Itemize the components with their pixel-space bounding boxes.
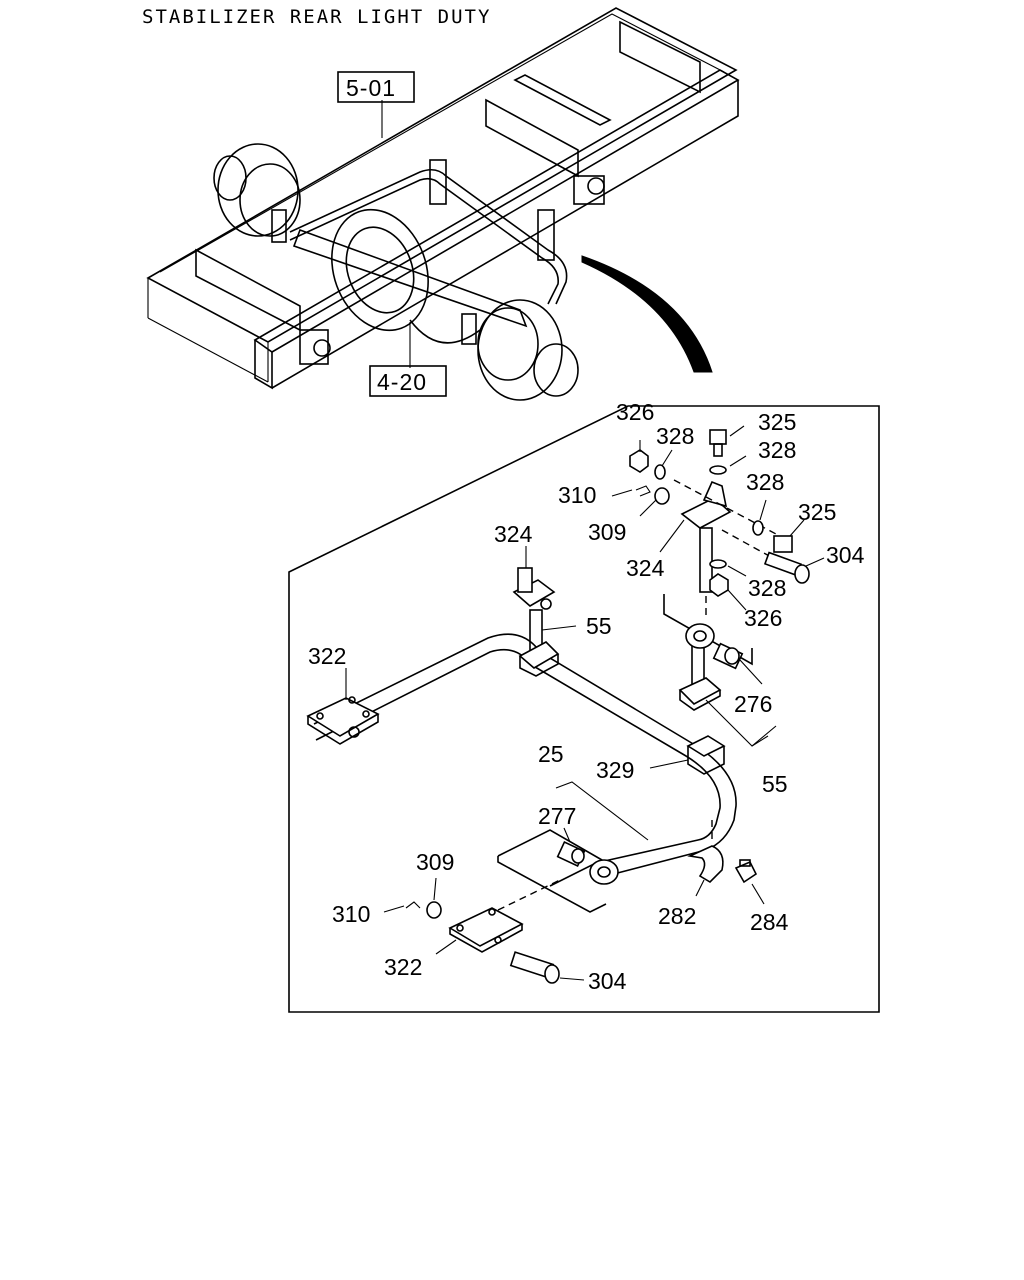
callout-55: 55	[586, 613, 612, 639]
callout-309: 309	[416, 849, 454, 875]
reference-label-axle: 4-20	[377, 369, 427, 395]
callout-324: 324	[626, 555, 665, 581]
callout-304: 304	[588, 968, 627, 994]
callout-326: 326	[616, 399, 654, 425]
stabilizer-detail-illustration	[306, 425, 825, 984]
detail-box	[288, 405, 880, 1013]
callout-328: 328	[656, 423, 694, 449]
callout-276: 276	[734, 691, 772, 717]
callout-310: 310	[558, 482, 596, 508]
callout-325: 325	[798, 499, 836, 525]
callout-322: 322	[384, 954, 422, 980]
callout-277: 277	[538, 803, 576, 829]
callout-328: 328	[748, 575, 786, 601]
callout-309: 309	[588, 519, 626, 545]
callout-284: 284	[750, 909, 789, 935]
callout-322: 322	[308, 643, 346, 669]
page-title: STABILIZER REAR LIGHT DUTY	[142, 6, 492, 28]
callout-324: 324	[494, 521, 533, 547]
callout-55: 55	[762, 771, 788, 797]
callout-328: 328	[758, 437, 796, 463]
reference-label-frame: 5-01	[346, 75, 396, 101]
callout-25: 25	[538, 741, 564, 767]
chassis-overview-illustration	[146, 7, 740, 401]
callout-326: 326	[744, 605, 782, 631]
callout-325: 325	[758, 409, 796, 435]
callout-328: 328	[746, 469, 784, 495]
callout-labels: 326 328 325 328 310 328 309 325 324 304 …	[308, 399, 865, 994]
callout-282: 282	[658, 903, 696, 929]
callout-304: 304	[826, 542, 865, 568]
reference-box-axle[interactable]: 4-20	[369, 365, 447, 397]
detail-arrow	[581, 255, 713, 373]
callout-310: 310	[332, 901, 370, 927]
callout-329: 329	[596, 757, 634, 783]
reference-box-frame[interactable]: 5-01	[337, 71, 415, 103]
